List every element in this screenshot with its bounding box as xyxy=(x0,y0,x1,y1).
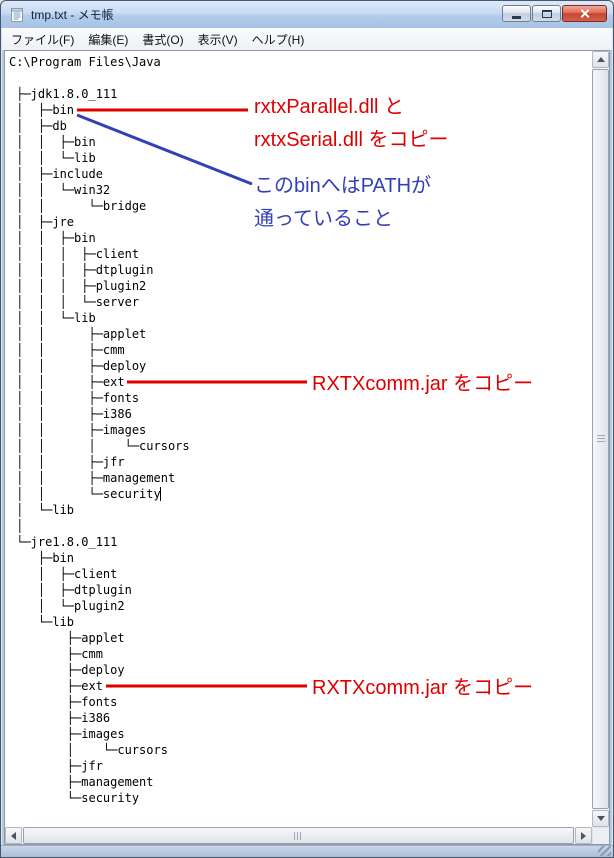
maximize-button[interactable] xyxy=(532,5,561,22)
close-button[interactable] xyxy=(562,5,607,22)
text-caret xyxy=(160,487,161,501)
close-icon xyxy=(579,8,590,19)
scrollbar-corner xyxy=(592,827,609,844)
notepad-icon[interactable] xyxy=(9,7,25,23)
vertical-scroll-track[interactable] xyxy=(592,68,609,810)
arrow-right-icon xyxy=(581,831,586,840)
arrow-left-icon xyxy=(11,831,16,840)
arrow-down-icon xyxy=(596,816,605,821)
window-bottom-frame xyxy=(1,845,613,857)
menu-item-format[interactable]: 書式(O) xyxy=(142,32,184,47)
arrow-up-icon xyxy=(596,57,605,62)
horizontal-scroll-thumb[interactable] xyxy=(23,827,574,844)
menubar: ファイル(F) 編集(E) 書式(O) 表示(V) ヘルプ(H) xyxy=(2,28,612,50)
menu-item-help[interactable]: ヘルプ(H) xyxy=(251,32,305,47)
resize-grip[interactable] xyxy=(598,846,611,856)
titlebar[interactable]: tmp.txt - メモ帳 xyxy=(1,1,613,28)
client-area: C:\Program Files\Java ├─jdk1.8.0_111 │ ├… xyxy=(4,50,610,845)
scroll-up-button[interactable] xyxy=(592,51,609,68)
horizontal-scroll-track[interactable] xyxy=(22,827,575,844)
window-title: tmp.txt - メモ帳 xyxy=(31,8,114,22)
menu-item-edit[interactable]: 編集(E) xyxy=(88,32,129,47)
menu-item-file[interactable]: ファイル(F) xyxy=(11,32,75,47)
minimize-button[interactable] xyxy=(502,5,531,22)
maximize-icon xyxy=(541,9,552,18)
thumb-grip-icon xyxy=(294,831,303,840)
text-area[interactable]: C:\Program Files\Java ├─jdk1.8.0_111 │ ├… xyxy=(5,51,592,827)
scroll-left-button[interactable] xyxy=(5,827,22,844)
vertical-scrollbar[interactable] xyxy=(592,51,609,827)
scroll-down-button[interactable] xyxy=(592,810,609,827)
menu-item-view[interactable]: 表示(V) xyxy=(197,32,238,47)
horizontal-scrollbar[interactable] xyxy=(5,827,592,844)
vertical-scroll-thumb[interactable] xyxy=(592,69,609,809)
scroll-right-button[interactable] xyxy=(575,827,592,844)
minimize-icon xyxy=(512,15,521,19)
window-controls xyxy=(501,1,607,28)
thumb-grip-icon xyxy=(596,434,605,444)
document-text[interactable]: C:\Program Files\Java ├─jdk1.8.0_111 │ ├… xyxy=(9,55,190,805)
